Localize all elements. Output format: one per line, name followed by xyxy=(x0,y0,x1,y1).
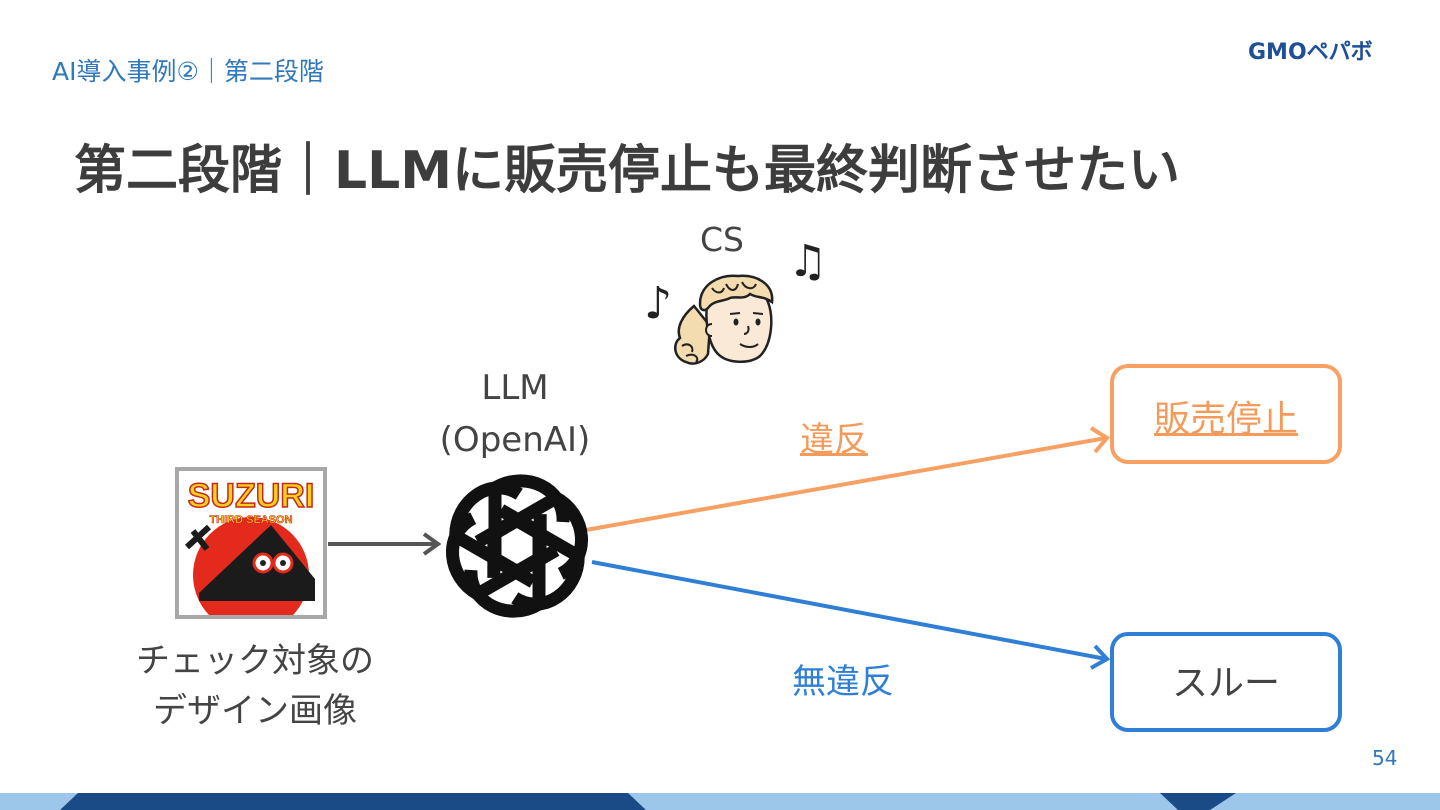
llm-label: LLM (OpenAI) xyxy=(420,362,610,466)
openai-logo-icon xyxy=(446,474,588,618)
music-note-icon: ♪ xyxy=(644,278,673,329)
stop-sales-label: 販売停止 xyxy=(1153,399,1298,440)
design-image-title: SUZURI xyxy=(188,477,315,515)
music-note-icon: ♫ xyxy=(788,236,828,287)
footer-band xyxy=(0,793,1440,810)
design-image: SUZURI THIRD SEASON xyxy=(175,467,327,619)
llm-label-line2: (OpenAI) xyxy=(439,420,591,460)
design-image-subtitle: THIRD SEASON xyxy=(209,514,292,526)
breadcrumb: AI導入事例②｜第二段階 xyxy=(52,57,324,86)
cs-person-icon xyxy=(673,274,774,365)
violation-label: 違反 xyxy=(800,420,868,460)
page-number: 54 xyxy=(1372,746,1398,770)
llm-label-line1: LLM xyxy=(481,368,549,408)
violation-arrow xyxy=(585,426,1111,532)
design-image-label-line1: チェック対象の xyxy=(136,641,374,681)
design-image-label: チェック対象の デザイン画像 xyxy=(110,636,400,736)
arrow-icon xyxy=(328,532,442,556)
gmo-pepabo-logo: GMOペパボ xyxy=(1248,40,1373,65)
pass-through-label: スルー xyxy=(1171,663,1280,704)
cs-label: CS xyxy=(700,220,744,259)
no-violation-arrow xyxy=(591,560,1111,670)
slide-title: 第二段階｜LLMに販売停止も最終判断させたい xyxy=(74,141,1181,201)
no-violation-label: 無違反 xyxy=(792,662,894,702)
stop-sales-box: 販売停止 xyxy=(1110,364,1342,464)
pass-through-box: スルー xyxy=(1110,632,1342,732)
design-image-label-line2: デザイン画像 xyxy=(153,691,357,731)
